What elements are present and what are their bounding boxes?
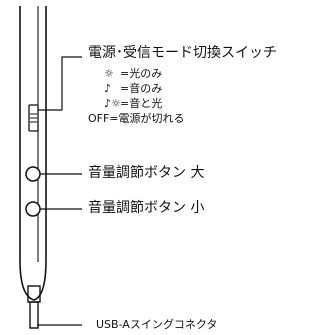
mode-switch-label: 電源･受信モード切換スイッチ <box>88 45 277 61</box>
note-light-icon: ♪☼ <box>104 97 121 110</box>
volume-up-label: 音量調節ボタン 大 <box>88 165 205 181</box>
mode-switch <box>28 104 39 132</box>
volume-down-button <box>25 201 41 217</box>
leader-lines <box>37 56 82 326</box>
legend-item: ☼ =光のみ <box>104 68 162 79</box>
legend-text: =音と光 <box>120 97 163 110</box>
legend-text: =光のみ <box>120 67 163 80</box>
usb-connector-label: USB-Aスイングコネクタ <box>96 318 218 331</box>
device-body <box>19 6 47 301</box>
legend-item: ♪☼ =音と光 <box>104 98 162 109</box>
light-icon: ☼ <box>104 67 114 80</box>
usb-connector <box>27 285 41 329</box>
legend-off: OFF=電源が切れる <box>88 112 185 125</box>
legend-text: =音のみ <box>120 82 163 95</box>
volume-down-label: 音量調節ボタン 小 <box>88 200 205 216</box>
volume-up-button <box>25 166 41 182</box>
note-icon: ♪ <box>104 82 112 95</box>
legend-item: ♪ =音のみ <box>104 83 162 94</box>
